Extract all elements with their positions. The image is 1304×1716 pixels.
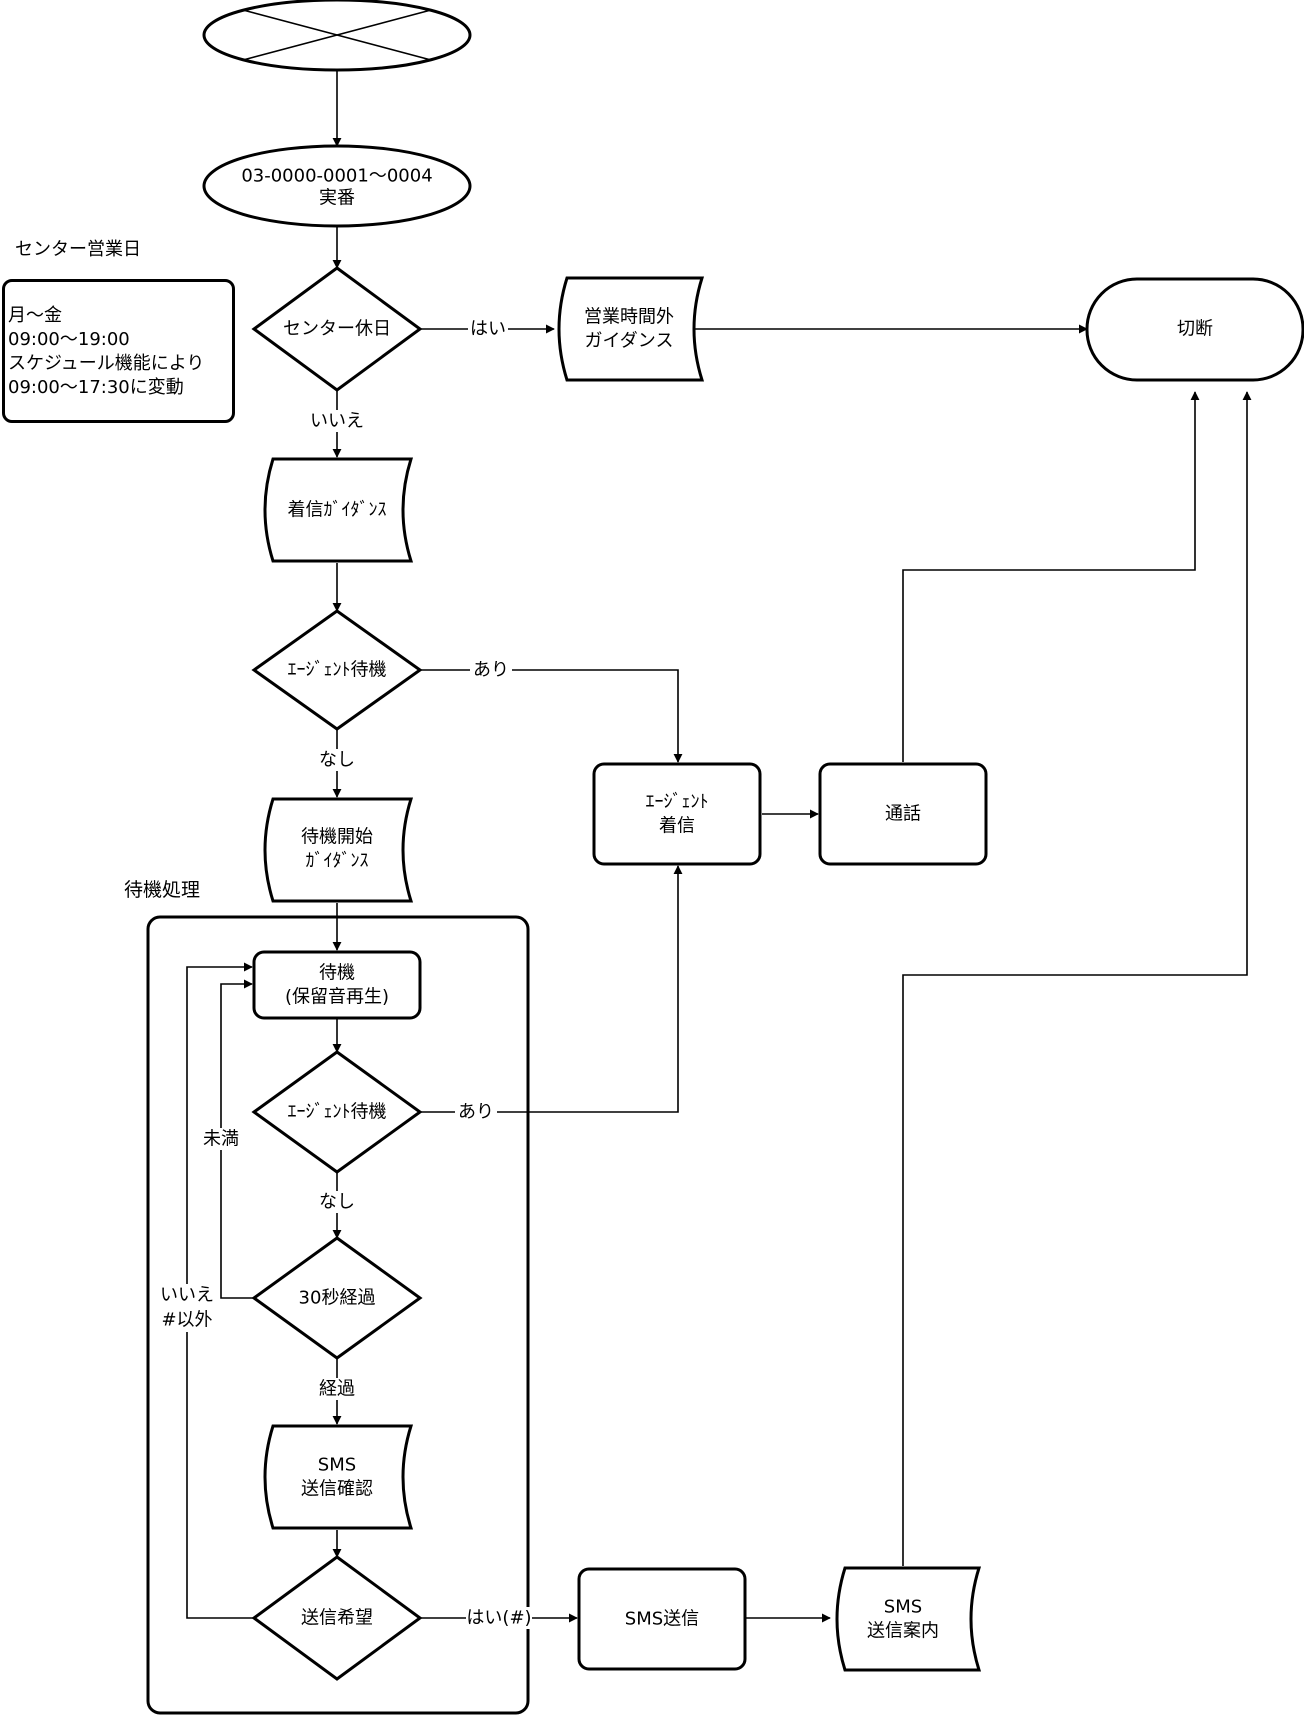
offhours-label-1: 営業時間外 [584,307,674,328]
edge-smsguide-to-disconnect [902,391,1252,1566]
wait-start-guidance-node: 待機開始 ｶﾞｲﾀﾞﾝｽ [263,797,414,903]
call-node: 通話 [818,762,988,866]
agent-incoming-label-1: ｴｰｼﾞｪﾝﾄ [646,792,709,813]
sms-confirm-node: SMS 送信確認 [263,1424,414,1530]
sms-confirm-label-1: SMS [318,1455,356,1476]
elapsed-30s-decision: 30秒経過 [251,1236,423,1360]
agent-incoming-label-2: 着信 [659,816,695,837]
holiday-no-label: いいえ [310,411,364,432]
sms-guide-label-2: 送信案内 [867,1621,939,1642]
offhours-label-2: ガイダンス [585,331,674,352]
edge-call-to-disconnect [902,391,1200,762]
offhours-guidance-node: 営業時間外 ガイダンス [557,276,705,382]
agent2-yes-label: あり [458,1102,494,1123]
agent-wait-1-label: ｴｰｼﾞｪﾝﾄ待機 [288,660,387,681]
start-node [202,0,472,72]
sms-guide-node: SMS 送信案内 [835,1566,982,1672]
sms-send-label: SMS送信 [625,1609,699,1630]
edge-agent2-yes [420,865,683,1113]
wish-no-label-2: #以外 [161,1310,212,1331]
wish-no-label-1: いいえ [160,1285,214,1306]
agent1-no-label: なし [319,750,355,771]
sms-send-node: SMS送信 [577,1567,747,1671]
agent2-no-label: なし [319,1192,355,1213]
holiday-yes-label: はい [470,319,506,340]
agent-wait-decision-2: ｴｰｼﾞｪﾝﾄ待機 [251,1050,423,1174]
agent1-yes-label: あり [473,660,509,681]
incoming-guidance-node: 着信ｶﾞｲﾀﾞﾝｽ [263,457,414,563]
edge-labels: はい いいえ あり なし あり なし 未満 経過 いいえ #以外 はい(#) [154,318,532,1629]
center-days-note: 月～金 09:00～19:00 スケジュール機能により 09:00～17:30に… [2,279,235,423]
edge-agent1-yes [420,669,683,763]
number-label-1: 03-0000-0001～0004 [241,166,432,187]
wait-hold-label-1: 待機 [319,963,355,984]
wait-start-label-2: ｶﾞｲﾀﾞﾝｽ [306,851,369,872]
under-30s-label: 未満 [203,1129,239,1150]
send-wish-label: 送信希望 [301,1608,373,1629]
elapsed-label: 経過 [319,1379,355,1400]
number-label-2: 実番 [319,188,355,209]
disconnect-node: 切断 [1085,277,1304,382]
agent-wait-decision-1: ｴｰｼﾞｪﾝﾄ待機 [251,609,423,731]
center-days-line-4: 09:00～17:30に変動 [8,377,184,398]
wait-hold-node: 待機 (保留音再生) [252,950,422,1020]
holiday-decision: センター休日 [251,266,423,392]
center-days-line-2: 09:00～19:00 [8,329,130,350]
wait-hold-label-2: (保留音再生) [285,987,389,1008]
center-days-line-1: 月～金 [8,305,62,326]
agent-wait-2-label: ｴｰｼﾞｪﾝﾄ待機 [288,1102,387,1123]
sms-guide-label-1: SMS [884,1597,922,1618]
incoming-guidance-label: 着信ｶﾞｲﾀﾞﾝｽ [288,500,387,521]
wish-yes-label: はい(#) [466,1608,531,1629]
center-days-title: センター営業日 [15,239,141,260]
call-label: 通話 [885,804,921,825]
disconnect-label: 切断 [1177,319,1213,340]
center-days-line-3: スケジュール機能により [8,353,205,374]
elapsed-30s-label: 30秒経過 [299,1288,376,1309]
agent-incoming-node: ｴｰｼﾞｪﾝﾄ 着信 [592,762,762,866]
wait-group-title: 待機処理 [124,879,201,901]
number-node: 03-0000-0001～0004 実番 [202,144,472,228]
wait-start-label-1: 待機開始 [301,827,373,848]
sms-confirm-label-2: 送信確認 [301,1479,373,1500]
holiday-label: センター休日 [283,319,391,340]
send-wish-decision: 送信希望 [251,1555,423,1681]
